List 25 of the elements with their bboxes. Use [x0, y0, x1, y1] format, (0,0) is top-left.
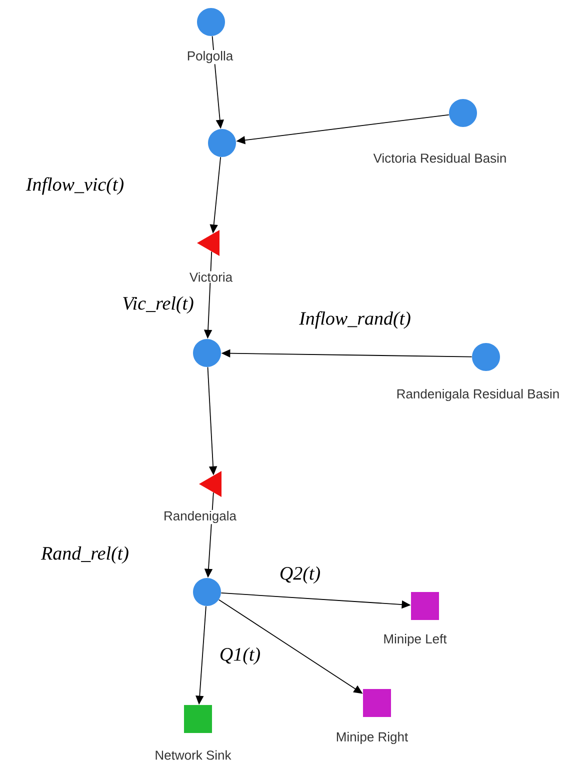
node-label: Minipe Left: [382, 632, 448, 648]
edge-label: Rand_rel(t): [40, 545, 130, 565]
node-label: Randenigala: [162, 510, 238, 524]
circle-marker: [193, 578, 221, 606]
edge-label: Vic_rel(t): [121, 295, 195, 315]
edge-label: Q1(t): [218, 646, 262, 666]
node-label: Network Sink: [154, 749, 232, 761]
node-label: Victoria Residual Basin: [372, 152, 508, 164]
edge-label: Inflow_vic(t): [24, 176, 126, 196]
node-label: Randenigala Residual Basin: [395, 388, 561, 402]
circle-marker: [197, 8, 225, 36]
node-label: Minipe Right: [334, 730, 410, 746]
square-marker: [363, 689, 391, 717]
triangle-marker: [197, 230, 220, 256]
edge-label: Inflow_rand(t): [298, 310, 412, 330]
edge-label: Q2(t): [278, 565, 322, 585]
triangle-marker: [199, 471, 222, 497]
circle-marker: [449, 99, 477, 127]
circle-marker: [472, 343, 500, 371]
node-label: Victoria: [188, 271, 234, 283]
node-label: Polgolla: [186, 50, 234, 64]
square-marker: [411, 592, 439, 620]
circle-marker: [193, 339, 221, 367]
circle-marker: [208, 129, 236, 157]
square-marker: [184, 705, 212, 733]
